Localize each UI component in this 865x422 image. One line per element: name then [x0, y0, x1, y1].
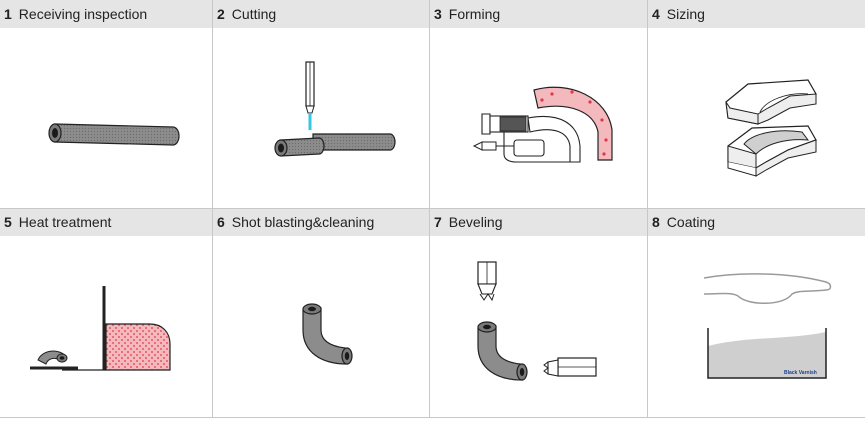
- step-header: 7 Beveling: [430, 208, 648, 236]
- pipe-icon: [48, 123, 180, 146]
- step-header: 5 Heat treatment: [0, 208, 213, 236]
- step-header: 8 Coating: [648, 208, 865, 236]
- step-label: Heat treatment: [18, 214, 112, 230]
- step-number: 4: [652, 6, 660, 22]
- step-number: 8: [652, 214, 660, 230]
- step-number: 5: [4, 214, 12, 230]
- divider: [0, 417, 865, 418]
- step-number: 6: [217, 214, 225, 230]
- step-3-forming: 3 Forming: [430, 0, 648, 208]
- step-number: 2: [217, 6, 225, 22]
- step-header: 2 Cutting: [213, 0, 430, 28]
- step-number: 7: [434, 214, 442, 230]
- step-number: 3: [434, 6, 442, 22]
- step-6-shot-blasting-cleaning: 6 Shot blasting&cleaning: [213, 208, 430, 422]
- step-number: 1: [4, 6, 12, 22]
- sizing-die-icon: [725, 79, 817, 177]
- step-label: Coating: [666, 214, 716, 230]
- step-label: Shot blasting&cleaning: [231, 214, 375, 230]
- divider: [647, 0, 648, 418]
- divider: [212, 0, 213, 418]
- step-2-cutting: 2 Cutting: [213, 0, 430, 208]
- step-header: 3 Forming: [430, 0, 648, 28]
- step-7-beveling: 7 Beveling: [430, 208, 648, 422]
- beveling-icon: [477, 261, 597, 381]
- step-label: Receiving inspection: [18, 6, 148, 22]
- step-8-coating: 8 Coating Black Varnish: [648, 208, 865, 422]
- tank-label: Black Varnish: [784, 370, 817, 376]
- furnace-icon: [30, 286, 171, 371]
- coating-tank-icon: Black Varnish: [703, 273, 832, 379]
- divider: [0, 208, 865, 209]
- step-5-heat-treatment: 5 Heat treatment: [0, 208, 213, 422]
- step-4-sizing: 4 Sizing: [648, 0, 865, 208]
- step-label: Cutting: [231, 6, 277, 22]
- forming-press-icon: [472, 86, 613, 163]
- step-label: Beveling: [448, 214, 503, 230]
- step-label: Sizing: [666, 6, 705, 22]
- step-1-receiving-inspection: 1 Receiving inspection: [0, 0, 213, 208]
- step-header: 1 Receiving inspection: [0, 0, 213, 28]
- cutting-icon: [274, 61, 396, 157]
- step-header: 6 Shot blasting&cleaning: [213, 208, 430, 236]
- step-header: 4 Sizing: [648, 0, 865, 28]
- elbow-icon: [302, 303, 353, 365]
- divider: [429, 0, 430, 418]
- step-label: Forming: [448, 6, 501, 22]
